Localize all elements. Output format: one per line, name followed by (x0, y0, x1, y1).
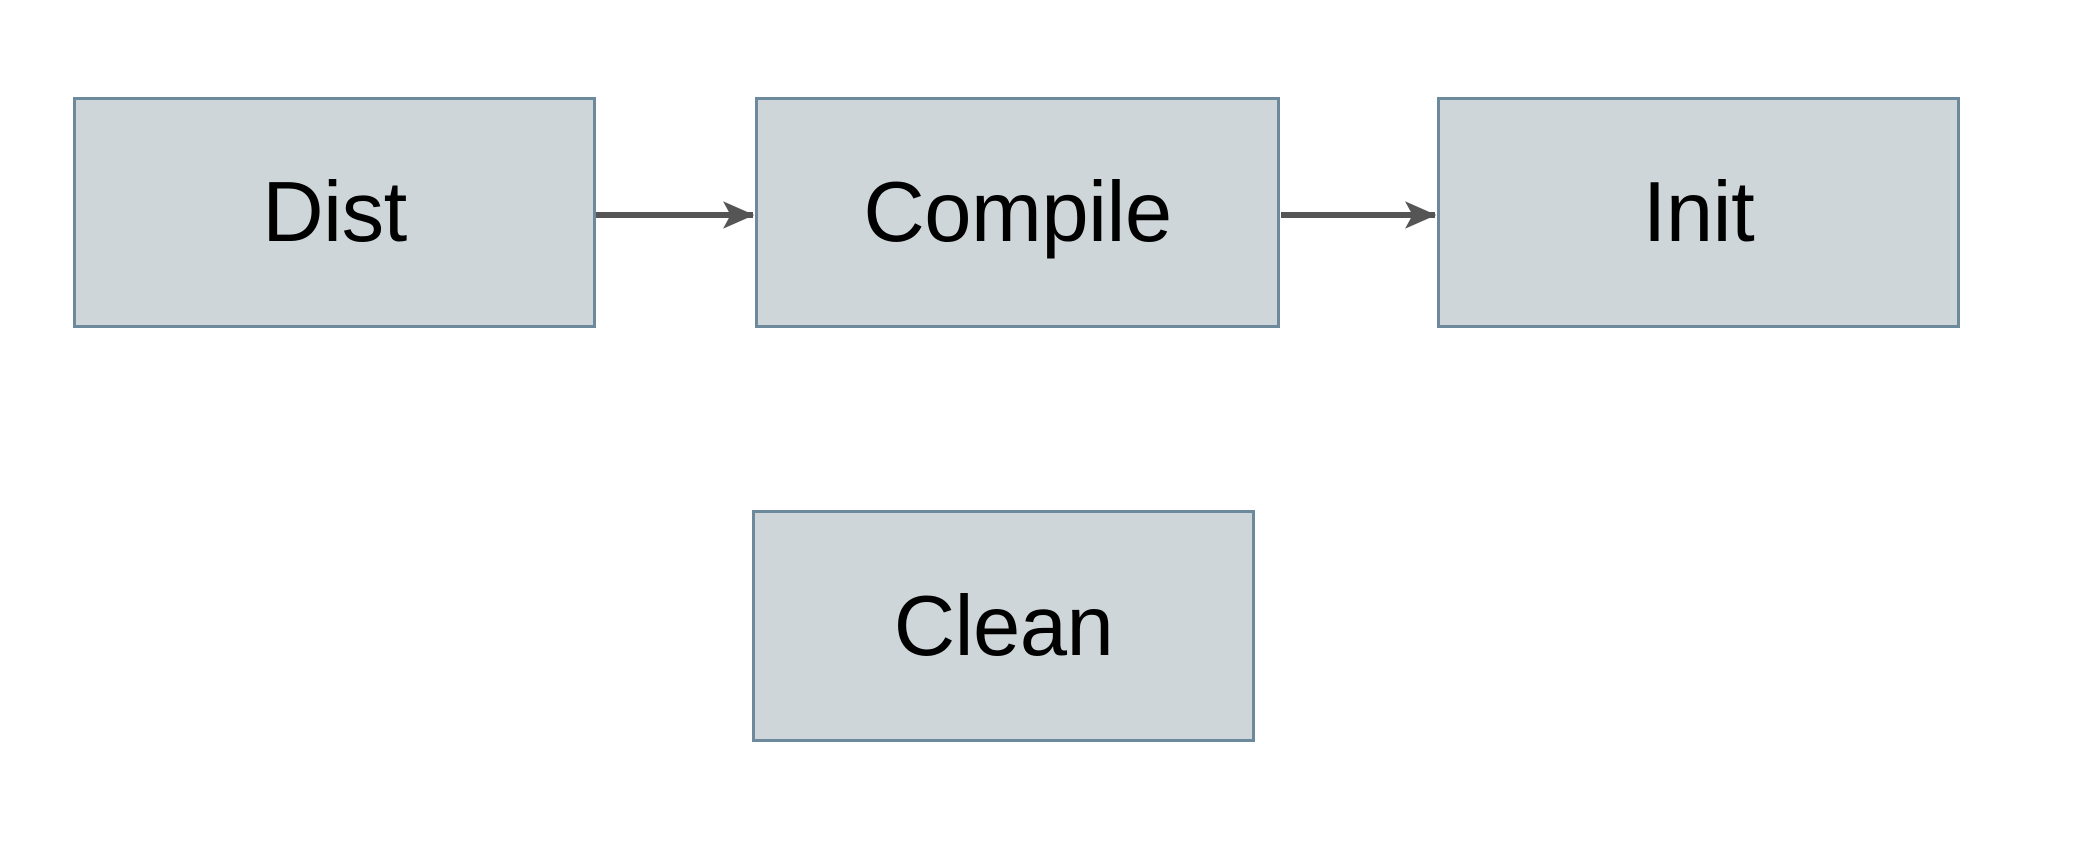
node-label-compile: Compile (863, 165, 1172, 260)
node-label-dist: Dist (262, 165, 407, 260)
node-label-init: Init (1642, 165, 1755, 260)
node-clean[interactable]: Clean (752, 510, 1255, 742)
node-label-clean: Clean (893, 578, 1114, 674)
node-compile[interactable]: Compile (755, 97, 1280, 328)
node-dist[interactable]: Dist (73, 97, 596, 328)
node-init[interactable]: Init (1437, 97, 1960, 328)
